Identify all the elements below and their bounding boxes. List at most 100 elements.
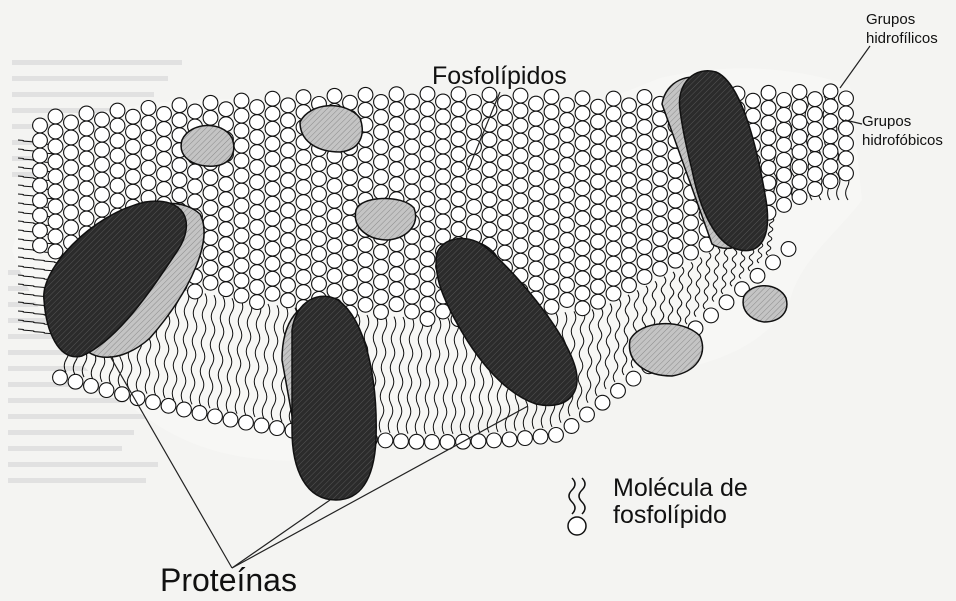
phospholipid-head — [544, 164, 559, 179]
phospholipid-head — [95, 202, 110, 217]
phospholipid-head — [761, 100, 776, 115]
phospholipid-head — [498, 185, 513, 200]
phospholipid-head — [219, 267, 234, 282]
phospholipid-head — [653, 126, 668, 141]
phospholipid-head — [157, 122, 172, 137]
phospholipid-head — [513, 193, 528, 208]
phospholipid-head — [436, 199, 451, 214]
phospholipid-head — [637, 150, 652, 165]
phospholipid-head — [234, 213, 249, 228]
phospholipid-head — [110, 178, 125, 193]
phospholipid-head — [394, 434, 409, 449]
phospholipid-head — [405, 259, 420, 274]
phospholipid-head — [95, 157, 110, 172]
phospholipid-head — [343, 230, 358, 245]
phospholipid-head — [575, 151, 590, 166]
phospholipid-head — [823, 129, 838, 144]
phospholipid-molecule-icon — [568, 478, 586, 535]
phospholipid-head — [64, 160, 79, 175]
phospholipid-head — [777, 93, 792, 108]
phospholipid-head — [296, 195, 311, 210]
phospholipid-head — [622, 263, 637, 278]
phospholipid-head — [777, 198, 792, 213]
phospholipid-head — [498, 245, 513, 260]
phospholipid-head — [529, 231, 544, 246]
phospholipid-head — [808, 152, 823, 167]
phospholipid-head — [79, 211, 94, 226]
phospholipid-head — [777, 168, 792, 183]
phospholipid-head — [529, 201, 544, 216]
phospholipid-head — [358, 87, 373, 102]
phospholipid-head — [296, 270, 311, 285]
phospholipid-head — [265, 91, 280, 106]
phospholipid-head — [312, 232, 327, 247]
phospholipid-head — [544, 134, 559, 149]
phospholipid-head — [296, 285, 311, 300]
phospholipid-head — [126, 109, 141, 124]
phospholipid-head — [33, 193, 48, 208]
phospholipid-head — [482, 177, 497, 192]
phospholipid-head — [141, 161, 156, 176]
phospholipid-head — [529, 111, 544, 126]
phospholipid-head — [281, 113, 296, 128]
phospholipid-head — [792, 130, 807, 145]
phospholipid-head — [420, 147, 435, 162]
phospholipid-head — [110, 163, 125, 178]
phospholipid-head — [374, 245, 389, 260]
phospholipid-head — [33, 163, 48, 178]
phospholipid-head — [420, 177, 435, 192]
phospholipid-head — [420, 312, 435, 327]
phospholipid-head — [839, 166, 854, 181]
phospholipid-head — [33, 148, 48, 163]
phospholipid-head — [606, 121, 621, 136]
phospholipid-head — [668, 163, 683, 178]
phospholipid-head — [498, 155, 513, 170]
phospholipid-head — [595, 395, 610, 410]
phospholipid-head — [177, 402, 192, 417]
phospholipid-head — [281, 263, 296, 278]
phospholipid-head — [203, 215, 218, 230]
phospholipid-head — [250, 100, 265, 115]
phospholipid-head — [637, 255, 652, 270]
phospholipid-head — [564, 419, 579, 434]
phospholipid-head — [622, 233, 637, 248]
phospholipid-head — [549, 428, 564, 443]
phospholipid-head — [84, 379, 99, 394]
phospholipid-head — [529, 216, 544, 231]
background-texture-line — [8, 478, 146, 483]
phospholipid-head — [296, 210, 311, 225]
background-texture-line — [8, 446, 122, 451]
phospholipid-head — [126, 154, 141, 169]
phospholipid-head — [668, 253, 683, 268]
phospholipid-head — [374, 185, 389, 200]
phospholipid-head — [389, 252, 404, 267]
phospholipid-head — [482, 192, 497, 207]
phospholipid-head — [312, 187, 327, 202]
background-texture-line — [12, 76, 168, 81]
phospholipid-head — [839, 91, 854, 106]
phospholipid-head — [792, 115, 807, 130]
phospholipid-head — [203, 245, 218, 260]
phospholipid-head — [219, 177, 234, 192]
phospholipid-head — [296, 225, 311, 240]
phospholipid-head — [792, 85, 807, 100]
phospholipid-head — [358, 147, 373, 162]
phospholipid-head — [777, 153, 792, 168]
phospholipid-head — [513, 238, 528, 253]
phospholipid-head — [467, 170, 482, 185]
phospholipid-head — [792, 145, 807, 160]
phospholipid-head — [777, 122, 792, 137]
phospholipid-head — [529, 246, 544, 261]
phospholipid-head — [296, 180, 311, 195]
phospholipid-head — [281, 128, 296, 143]
phospholipid-head — [436, 154, 451, 169]
phospholipid-head — [219, 237, 234, 252]
phospholipid-head — [513, 133, 528, 148]
phospholipid-head — [544, 194, 559, 209]
phospholipid-head — [234, 138, 249, 153]
phospholipid-head — [575, 256, 590, 271]
phospholipid-head — [219, 207, 234, 222]
phospholipid-head — [606, 106, 621, 121]
phospholipid-head — [622, 98, 637, 113]
phospholipid-head — [374, 260, 389, 275]
